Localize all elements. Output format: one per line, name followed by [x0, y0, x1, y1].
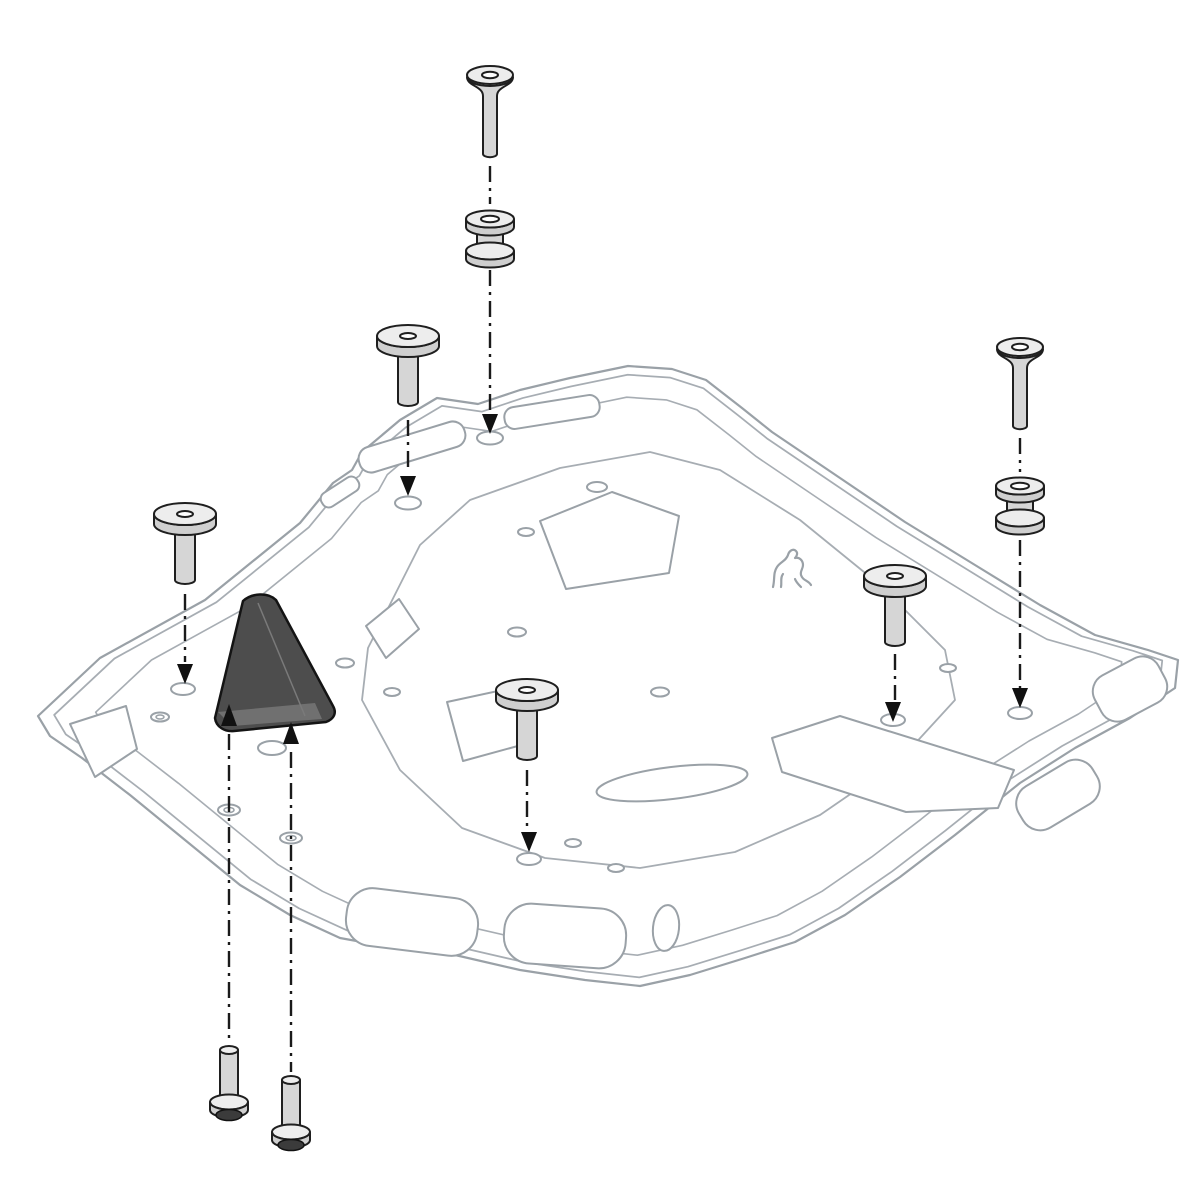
grommet-spacer — [465, 209, 515, 269]
mounting-hole-screw-right — [1007, 706, 1033, 720]
plate-cutout — [1091, 655, 1169, 723]
plate-hole — [517, 527, 535, 537]
wedge-bottom-face — [218, 703, 322, 726]
assembly-arrow-up — [283, 722, 299, 744]
buffer-cap-dimple — [176, 510, 194, 518]
assembly-arrow-down — [177, 664, 193, 684]
screw-tip — [281, 1075, 301, 1085]
button-head-screw — [271, 1075, 311, 1152]
screw-socket — [1011, 342, 1029, 352]
rubber-wedge-pad — [213, 593, 336, 733]
grommet-lower-flange-side — [995, 517, 1045, 536]
wedge-body — [213, 593, 336, 733]
screw-head-dome — [215, 1108, 243, 1122]
assembly-arrow-up — [221, 704, 237, 726]
buffer-neck — [397, 343, 419, 407]
plate-hole — [650, 686, 670, 698]
assembly-arrow-down — [482, 414, 498, 434]
plate-cutout — [319, 475, 361, 509]
plate-platform-contour — [361, 451, 956, 869]
mounting-hole-buffer-b — [170, 682, 196, 696]
mounting-hole-buffer-a — [394, 495, 422, 511]
countersunk-screw — [466, 65, 514, 159]
plate-hole — [383, 687, 401, 697]
plate-hole-inner — [155, 714, 165, 720]
plate-hole — [507, 626, 527, 638]
screw-head-dome — [277, 1138, 305, 1152]
buffer-neck — [516, 697, 538, 761]
assembly-lines — [177, 166, 1028, 1072]
buffer-screw — [863, 564, 927, 647]
screw-socket — [481, 70, 499, 80]
assembly-arrow-down — [1012, 688, 1028, 708]
logo-engraving — [771, 548, 813, 589]
plate-cutout — [595, 763, 749, 803]
buffer-screw — [495, 678, 559, 761]
countersunk-screw — [996, 337, 1044, 431]
buffer-neck — [174, 521, 196, 585]
assembly-arrow-down — [400, 476, 416, 496]
mounting-hole-buffer-c — [516, 852, 542, 866]
grommet-hole — [1010, 481, 1030, 491]
button-head-screw — [209, 1045, 249, 1122]
assembly-arrow-down — [885, 702, 901, 722]
plate-hole — [257, 740, 287, 756]
screw-shaft — [996, 348, 1044, 431]
buffer-screw — [376, 324, 440, 407]
plate-cutout — [344, 887, 480, 957]
plate-cutout — [651, 904, 681, 952]
grommet-hole — [480, 214, 500, 224]
screw-shaft — [466, 76, 514, 159]
grommet-spacer — [995, 476, 1045, 536]
screw-tip — [219, 1045, 239, 1055]
plate-hole — [939, 663, 957, 673]
buffer-cap-dimple — [886, 572, 904, 580]
assembly-arrow-down — [521, 832, 537, 852]
plate-hole — [335, 657, 355, 669]
plate-hole — [607, 863, 625, 873]
plate-cutout — [771, 715, 1015, 813]
plate-hole — [586, 481, 608, 493]
buffer-cap-dimple — [399, 332, 417, 340]
grommet-lower-flange-side — [465, 250, 515, 269]
plate-cutout — [69, 705, 138, 778]
plate-cutout — [502, 902, 628, 970]
buffer-screw — [153, 502, 217, 585]
wedge-edge-line — [257, 602, 306, 717]
buffer-neck — [884, 583, 906, 647]
plate-cutout — [539, 491, 680, 590]
plate-cutout — [1015, 758, 1101, 832]
plate-hole — [564, 838, 582, 848]
plate-cutout — [365, 598, 420, 659]
buffer-cap-dimple — [518, 686, 536, 694]
plate-cutout — [503, 394, 601, 430]
adapter-plate — [36, 364, 1180, 988]
